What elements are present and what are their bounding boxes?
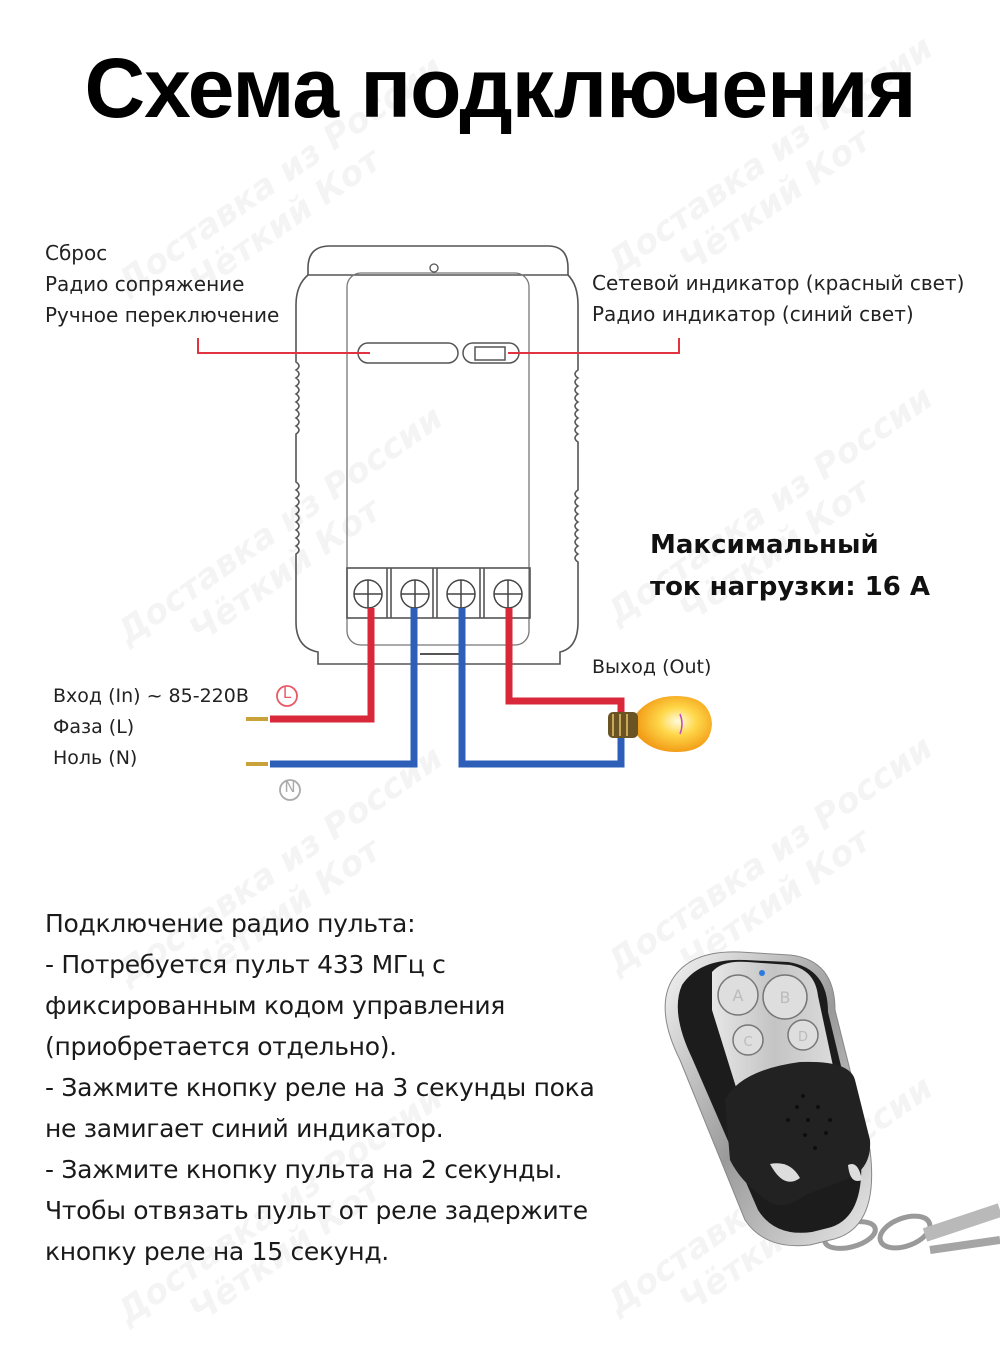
instruction-line: Чтобы отвязать пульт от реле задержите — [45, 1196, 588, 1225]
label-phase: Фаза (L) — [53, 716, 135, 738]
page-title: Схема подключения — [84, 41, 916, 135]
label-manual-switch: Ручное переключение — [45, 303, 280, 327]
phase-output-wire — [505, 608, 625, 715]
label-input-voltage: Вход (In) ~ 85-220В — [53, 685, 249, 707]
instruction-line: фиксированным кодом управления — [45, 991, 506, 1020]
instructions-heading: Подключение радио пульта: — [45, 909, 416, 938]
max-load-label: Максимальный ток нагрузки: 16 А — [650, 530, 931, 602]
button-function-labels: Сброс Радио сопряжение Ручное переключен… — [45, 238, 279, 331]
remote-control-image: A B C D — [664, 951, 1000, 1254]
instruction-line: кнопку реле на 15 секунд. — [45, 1237, 389, 1266]
label-neutral: Ноль (N) — [53, 747, 138, 769]
remote-pairing-instructions: Подключение радио пульта: - Потребуется … — [45, 903, 655, 1272]
neutral-output-wire — [458, 608, 625, 768]
indicator-labels: Сетевой индикатор (красный свет) Радио и… — [592, 268, 964, 330]
input-labels: Вход (In) ~ 85-220В Фаза (L) Ноль (N) — [53, 681, 249, 774]
instruction-line: - Зажмите кнопку реле на 3 секунды пока — [45, 1073, 595, 1102]
terminal-screws — [353, 579, 523, 609]
instruction-line: - Зажмите кнопку пульта на 2 секунды. — [45, 1155, 563, 1184]
pointer-lines — [197, 338, 680, 354]
relay-module — [294, 245, 580, 665]
light-bulb-icon — [608, 696, 712, 752]
instruction-line: - Потребуется пульт 433 МГц с — [45, 950, 446, 979]
wiring-diagram: A B C D — [197, 245, 1000, 1254]
phase-input-wire — [270, 608, 375, 723]
svg-text:D: D — [798, 1030, 808, 1045]
neutral-input-wire — [270, 608, 418, 768]
phase-marker-icon — [276, 685, 298, 707]
svg-text:A: A — [733, 986, 744, 1005]
wires — [270, 608, 625, 768]
neutral-marker-label: N — [284, 778, 296, 796]
svg-text:B: B — [780, 988, 791, 1007]
phase-marker-label: L — [282, 684, 292, 702]
led-indicator-icon — [759, 970, 765, 976]
label-radio-pairing: Радио сопряжение — [45, 272, 245, 296]
label-reset: Сброс — [45, 241, 108, 265]
svg-text:C: C — [743, 1035, 752, 1050]
label-network-indicator: Сетевой индикатор (красный свет) — [592, 271, 965, 295]
instruction-line: (приобретается отдельно). — [45, 1032, 397, 1061]
instruction-line: не замигает синий индикатор. — [45, 1114, 444, 1143]
label-output: Выход (Out) — [592, 656, 712, 678]
label-radio-indicator: Радио индикатор (синий свет) — [592, 302, 914, 326]
neutral-marker-icon — [279, 779, 301, 801]
